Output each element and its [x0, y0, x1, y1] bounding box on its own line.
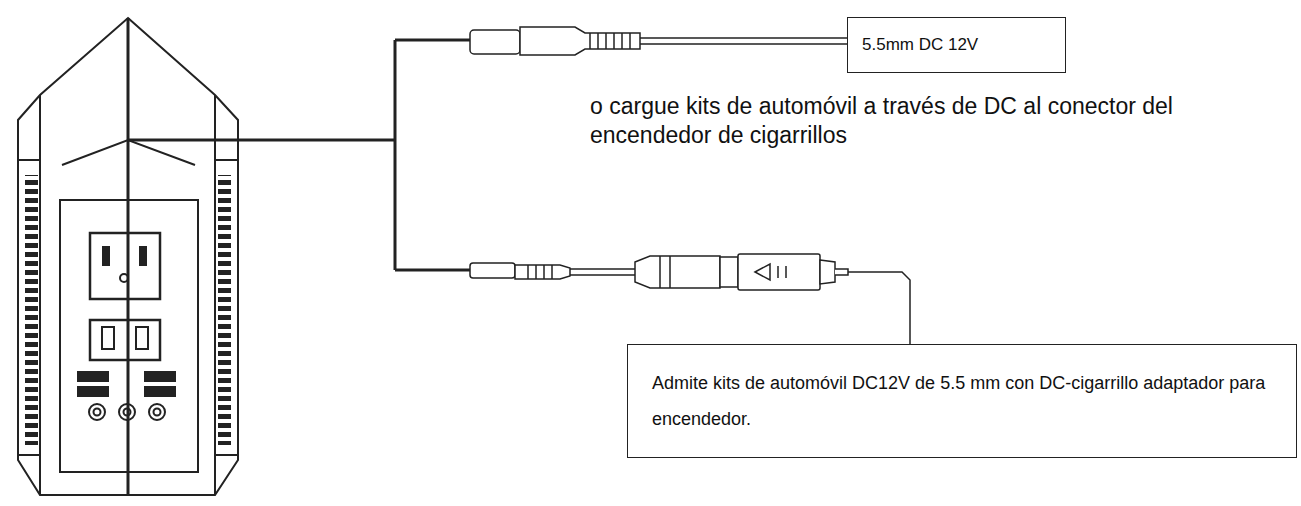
dc-plug: [470, 27, 847, 55]
cigarette-lighter-adapter: [470, 254, 910, 344]
box-text: Admite kits de automóvil DC12V de 5.5 mm…: [652, 365, 1272, 437]
text-box: Admite kits de automóvil DC12V de 5.5 mm…: [627, 344, 1297, 458]
power-station: [18, 18, 238, 495]
text-box: 5.5mm DC 12V: [847, 17, 1066, 73]
note-text: o cargue kits de automóvil a través de D…: [590, 92, 1280, 150]
wires: [128, 40, 470, 270]
box-text: 5.5mm DC 12V: [862, 35, 1051, 55]
